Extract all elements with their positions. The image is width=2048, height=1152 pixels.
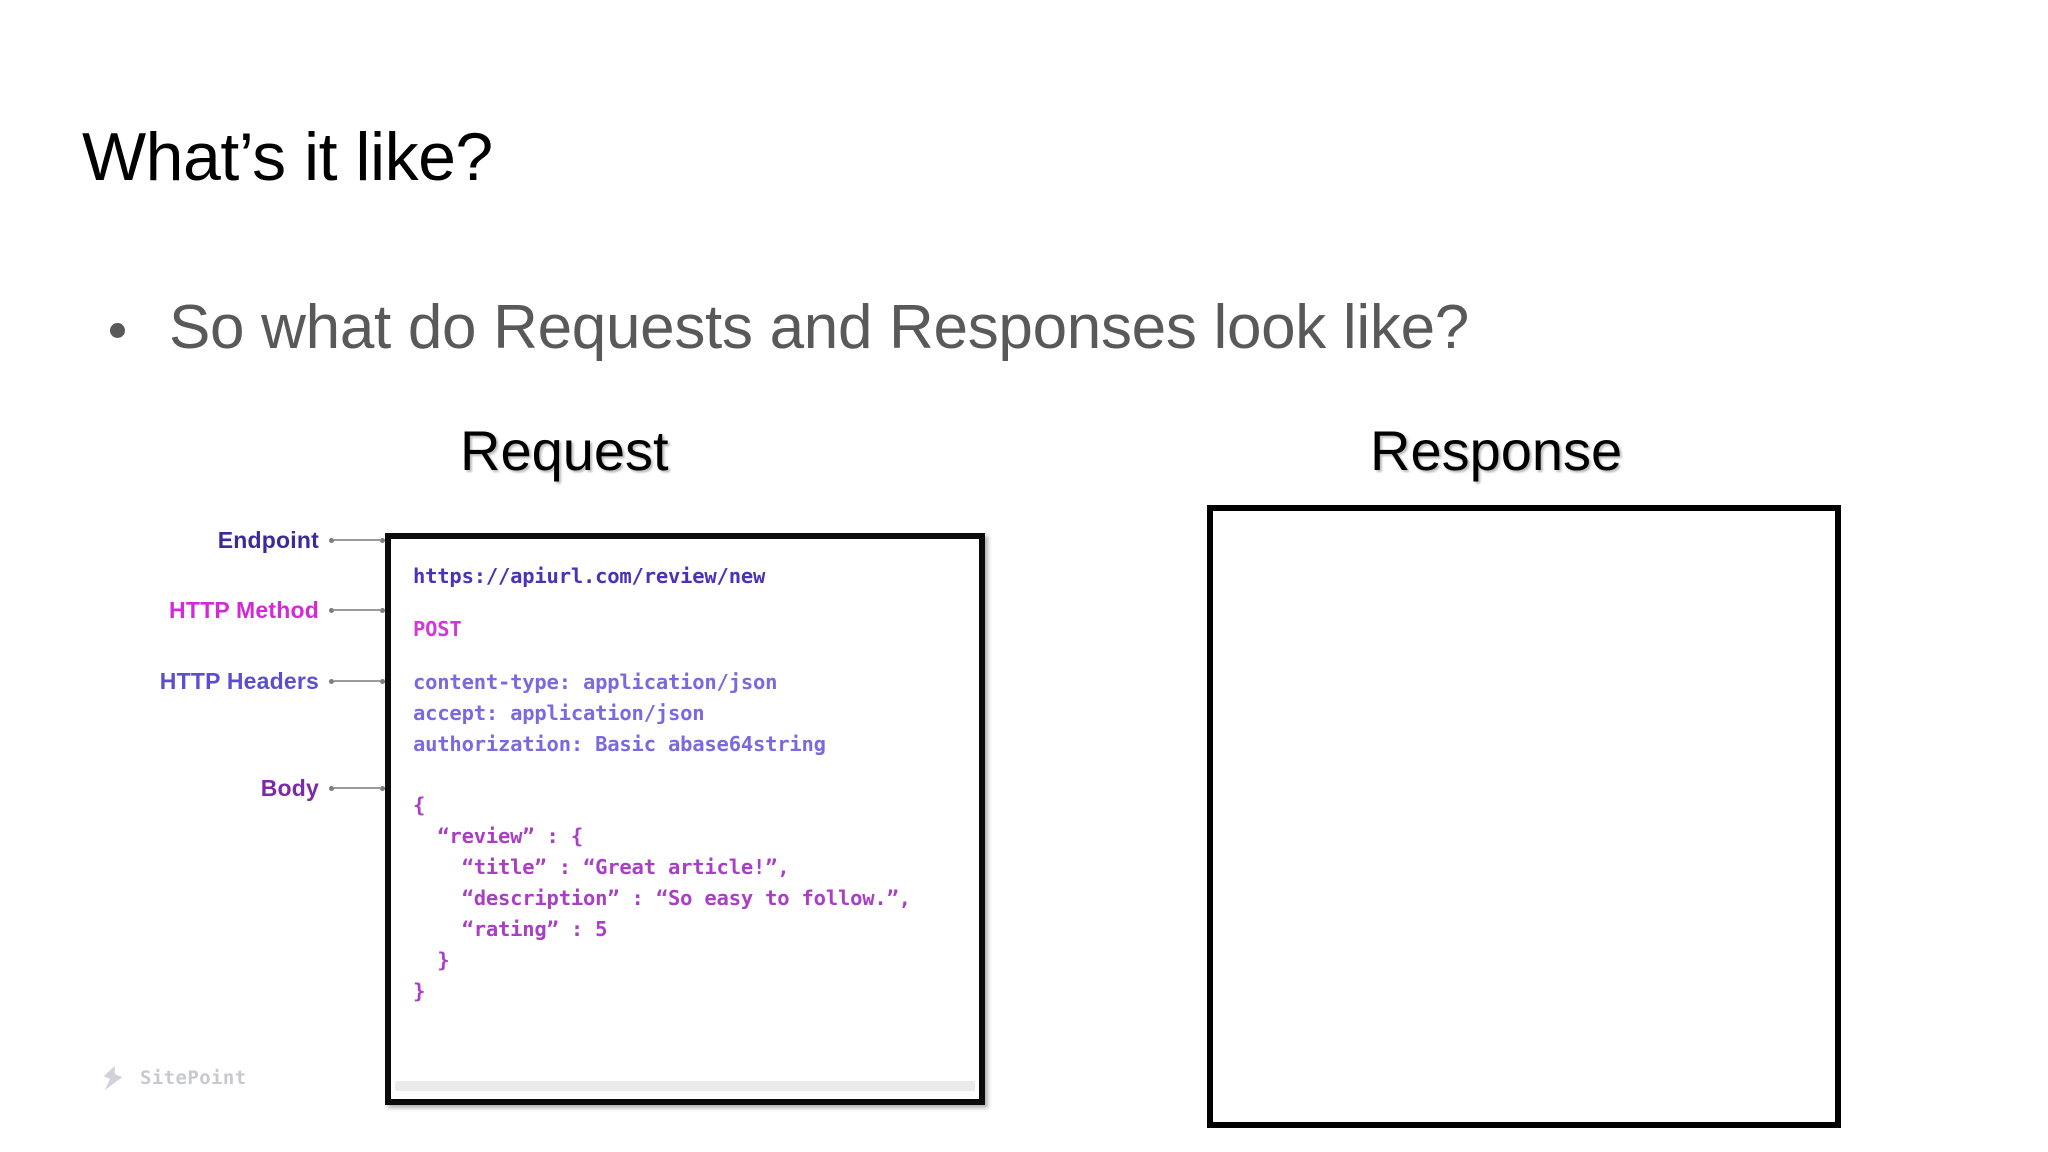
label-endpoint: Endpoint <box>217 527 319 553</box>
connector-dot-left <box>329 785 334 791</box>
code-body-line: } <box>413 979 426 1003</box>
connector-endpoint <box>329 535 385 545</box>
page-title: What’s it like? <box>82 119 493 195</box>
connector-line <box>334 609 380 611</box>
connector-http-method <box>329 605 385 615</box>
connector-dot-right <box>380 678 385 684</box>
code-body-line: “description” : “So easy to follow.”, <box>413 886 911 910</box>
request-code-panel: https://apiurl.com/review/new POST conte… <box>385 533 985 1105</box>
connector-line <box>334 539 380 541</box>
response-column-heading: Response <box>1370 419 1623 482</box>
panel-footer-strip <box>395 1081 975 1091</box>
sitepoint-wordmark: SitePoint <box>140 1067 247 1089</box>
sitepoint-watermark: SitePoint <box>98 1063 247 1093</box>
code-body-line: “rating” : 5 <box>413 917 608 941</box>
code-body-line: { <box>413 793 426 817</box>
code-gap <box>413 645 971 667</box>
request-code-content: https://apiurl.com/review/new POST conte… <box>413 561 971 1007</box>
connector-line <box>334 680 380 682</box>
label-http-headers: HTTP Headers <box>159 668 319 694</box>
code-header-line: authorization: Basic abase64string <box>413 732 826 756</box>
code-gap <box>413 592 971 614</box>
response-content-box <box>1207 505 1841 1128</box>
label-body: Body <box>260 775 319 801</box>
code-header-line: content-type: application/json <box>413 670 778 694</box>
sitepoint-logo-icon <box>98 1063 128 1093</box>
code-gap <box>413 760 971 790</box>
bullet-item-label: So what do Requests and Responses look l… <box>169 293 1469 362</box>
connector-dot-right <box>380 537 385 543</box>
request-label-rail: Endpoint HTTP Method HTTP Headers Body <box>80 505 385 1115</box>
connector-dot-right <box>380 607 385 613</box>
request-column-heading: Request <box>460 419 669 482</box>
code-method-line: POST <box>413 617 462 641</box>
code-endpoint-line: https://apiurl.com/review/new <box>413 564 766 588</box>
request-diagram: Endpoint HTTP Method HTTP Headers Body <box>80 505 1040 1115</box>
bullet-list-item: So what do Requests and Responses look l… <box>110 292 1469 364</box>
connector-dot-right <box>380 785 385 791</box>
connector-http-headers <box>329 676 385 686</box>
connector-dot-left <box>329 607 334 613</box>
code-body-line: “review” : { <box>413 824 583 848</box>
code-body-line: “title” : “Great article!”, <box>413 855 790 879</box>
connector-dot-left <box>329 537 334 543</box>
code-header-line: accept: application/json <box>413 701 705 725</box>
code-body-line: } <box>413 948 450 972</box>
connector-dot-left <box>329 678 334 684</box>
bullet-marker-icon <box>110 323 125 338</box>
connector-body <box>329 783 385 793</box>
connector-line <box>334 787 380 789</box>
label-http-method: HTTP Method <box>169 597 319 623</box>
